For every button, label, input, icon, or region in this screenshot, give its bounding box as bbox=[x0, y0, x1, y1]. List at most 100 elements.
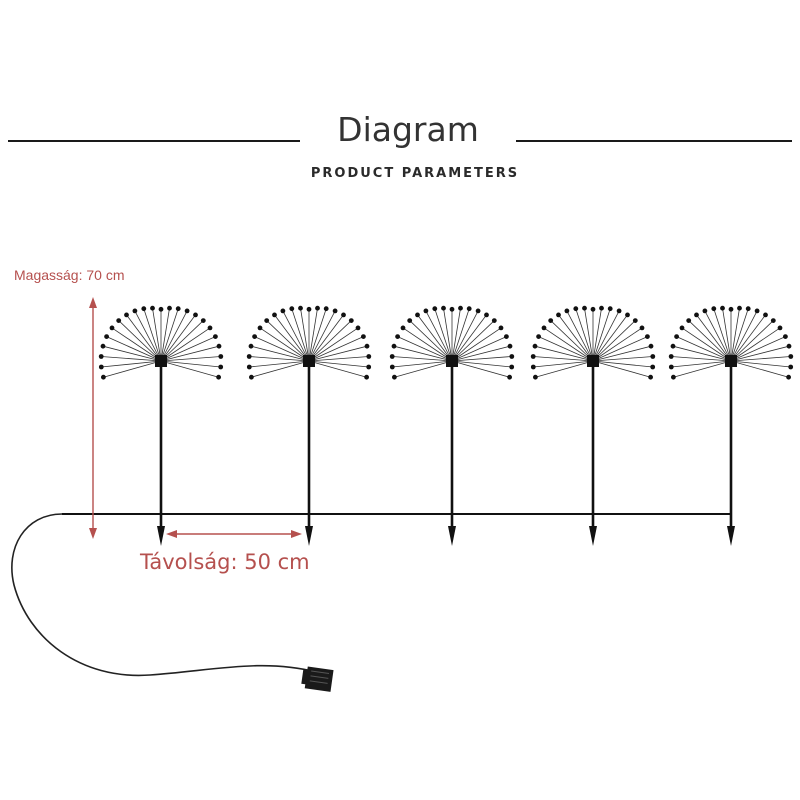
lamp-bulb bbox=[216, 343, 222, 349]
lamp-ray bbox=[730, 356, 791, 362]
lamp-bulb bbox=[200, 318, 206, 323]
lamp-bulb bbox=[668, 354, 674, 359]
lamp-ray bbox=[308, 320, 352, 362]
lamp-hub bbox=[725, 355, 737, 367]
lamp-bulb bbox=[167, 305, 172, 311]
lamp-ray bbox=[417, 314, 453, 362]
lamp-bulb bbox=[533, 374, 538, 380]
lamp-bulb bbox=[668, 364, 674, 370]
lamp-ray bbox=[392, 360, 453, 368]
lamp-ray bbox=[101, 360, 162, 368]
lamp-bulb bbox=[306, 306, 312, 312]
lamp-bulb bbox=[175, 306, 181, 312]
lamp-bulb bbox=[392, 374, 397, 380]
lamp-ray bbox=[308, 360, 369, 368]
lamp-bulb bbox=[607, 306, 613, 312]
lamp-ray bbox=[592, 327, 643, 362]
lamp-bulb bbox=[650, 354, 656, 359]
lamp-bulb bbox=[389, 364, 395, 370]
lamp-bulb bbox=[246, 364, 252, 370]
lamp-bulb bbox=[541, 325, 547, 331]
lamp-ray bbox=[730, 310, 758, 362]
lamp-bulb bbox=[536, 334, 541, 339]
lamp-ray bbox=[274, 314, 310, 362]
lamp-ray bbox=[730, 308, 749, 362]
lamp-bulb bbox=[786, 343, 792, 349]
lamp-ray bbox=[575, 308, 594, 362]
lamp-bulb bbox=[788, 354, 794, 359]
lamp-bulb bbox=[702, 308, 708, 314]
lamp-bulb bbox=[711, 306, 717, 312]
lamp-bulb bbox=[648, 343, 654, 349]
lamp-bulb bbox=[674, 334, 679, 339]
lamp-bulb bbox=[582, 305, 587, 311]
firework-lamp-icon bbox=[389, 305, 515, 546]
lamp-bulb bbox=[671, 374, 676, 380]
lamp-hub bbox=[446, 355, 458, 367]
lamp-ray bbox=[143, 308, 162, 362]
lamp-bulb bbox=[272, 312, 277, 318]
lamp-bulb bbox=[366, 364, 372, 370]
lamp-ray bbox=[134, 310, 162, 362]
lamp-ray bbox=[730, 320, 774, 362]
lamp-ray bbox=[118, 320, 162, 362]
lamp-bulb bbox=[745, 306, 751, 312]
lamp-ray bbox=[300, 308, 310, 362]
lamp-ray bbox=[397, 336, 453, 362]
lamp-bulb bbox=[264, 318, 270, 323]
lamp-bulb bbox=[720, 305, 725, 311]
lamp-bulb bbox=[786, 374, 791, 380]
lamp-bulb bbox=[763, 312, 768, 318]
lamp-bulb bbox=[141, 306, 147, 312]
lamp-bulb bbox=[364, 374, 369, 380]
lamp-bulb bbox=[364, 343, 370, 349]
lamp-ray bbox=[126, 314, 162, 362]
firework-lamp-icon bbox=[246, 305, 372, 546]
lamp-bulb bbox=[432, 306, 438, 312]
lamp-hub bbox=[587, 355, 599, 367]
lamp-bulb bbox=[315, 305, 320, 311]
lamp-ray bbox=[696, 314, 732, 362]
lamp-ray bbox=[592, 308, 602, 362]
lamp-ray bbox=[160, 356, 221, 362]
lamp-ray bbox=[111, 327, 162, 362]
lamp-ray bbox=[101, 356, 162, 362]
lamp-ray bbox=[308, 308, 318, 362]
lamp-ray bbox=[592, 360, 651, 378]
lamp-ray bbox=[160, 345, 220, 362]
lamp-row bbox=[98, 305, 794, 546]
lamp-ray bbox=[160, 308, 170, 362]
lamp-ray bbox=[673, 360, 732, 378]
lamp-ray bbox=[308, 327, 359, 362]
lamp-bulb bbox=[280, 308, 286, 314]
lamp-ray bbox=[451, 356, 512, 362]
lamp-ray bbox=[160, 314, 196, 362]
firework-lamp-icon bbox=[668, 305, 794, 546]
lamp-ray bbox=[249, 356, 310, 362]
stake-tip bbox=[305, 526, 313, 546]
lamp-hub bbox=[303, 355, 315, 367]
lamp-ray bbox=[592, 345, 652, 362]
lamp-ray bbox=[451, 327, 502, 362]
lamp-bulb bbox=[252, 334, 257, 339]
lamp-bulb bbox=[590, 306, 596, 312]
lamp-bulb bbox=[509, 364, 515, 370]
lamp-ray bbox=[451, 360, 510, 378]
lamp-ray bbox=[671, 360, 732, 368]
lamp-bulb bbox=[366, 354, 372, 359]
lamp-ray bbox=[254, 336, 310, 362]
lamp-ray bbox=[160, 360, 219, 378]
lamp-bulb bbox=[104, 334, 109, 339]
stake-tip bbox=[157, 526, 165, 546]
lamp-bulb bbox=[458, 305, 463, 311]
lamp-bulb bbox=[248, 343, 254, 349]
lamp-ray bbox=[592, 360, 653, 368]
lamp-bulb bbox=[400, 325, 406, 331]
lamp-ray bbox=[592, 356, 653, 362]
lamp-bulb bbox=[670, 343, 676, 349]
lamp-ray bbox=[308, 345, 368, 362]
lamp-ray bbox=[550, 320, 594, 362]
lamp-bulb bbox=[564, 308, 570, 314]
lamp-ray bbox=[672, 345, 732, 362]
lamp-ray bbox=[451, 314, 487, 362]
